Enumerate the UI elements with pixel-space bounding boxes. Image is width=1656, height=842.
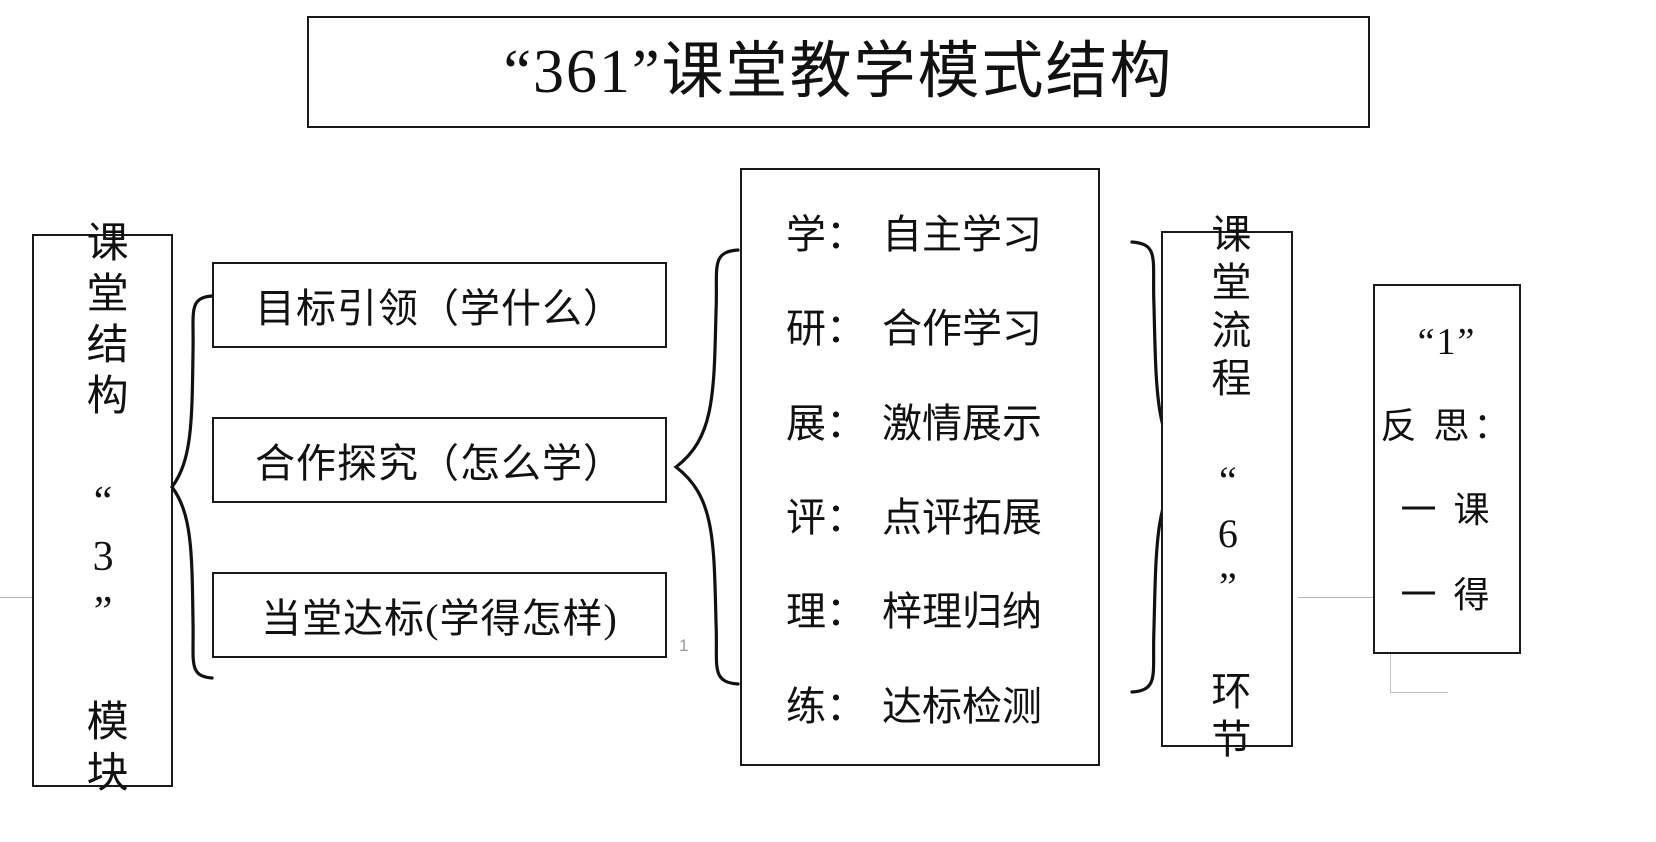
reflection-line: 一 课	[1400, 490, 1494, 531]
process-value: 点评拓展	[882, 495, 1042, 541]
process-key: 练：	[786, 683, 866, 729]
process-row: 展： 激情展示	[786, 391, 1042, 449]
flow-panel-label: 课堂流程 “6” 环节	[1205, 212, 1251, 766]
page-number-marker: 1	[679, 636, 689, 655]
process-value: 激情展示	[882, 400, 1042, 446]
process-value: 梓理归纳	[882, 589, 1042, 635]
brace-left-icon	[170, 294, 214, 680]
process-key: 理：	[786, 589, 866, 635]
left-structure-box: 课堂结构 “3” 模块	[32, 220, 173, 801]
process-key: 学：	[786, 212, 866, 258]
process-key: 研：	[786, 306, 866, 352]
page-title: “361”课堂教学模式结构	[503, 38, 1174, 106]
reflection-line: 一 得	[1400, 574, 1494, 615]
module-label: 目标引领（学什么）	[255, 286, 624, 331]
reflection-box: “1” 反 思： 一 课 一 得	[1373, 284, 1521, 654]
process-key: 展：	[786, 400, 866, 446]
process-key: 评：	[786, 495, 866, 541]
brace-middle-icon	[673, 248, 740, 686]
process-value: 合作学习	[882, 306, 1042, 352]
process-row: 理： 梓理归纳	[786, 579, 1042, 637]
module-box-cooperate: 合作探究（怎么学）	[212, 417, 667, 503]
flow-panel-box: 课堂流程 “6” 环节	[1161, 213, 1293, 766]
artifact-line-left	[0, 597, 34, 598]
module-box-assess: 当堂达标(学得怎样)	[212, 572, 667, 658]
process-list-box: 学： 自主学习 研： 合作学习 展： 激情展示 评： 点评拓展 理： 梓理归纳 …	[740, 168, 1100, 766]
diagram-title-box: “361”课堂教学模式结构	[307, 16, 1370, 128]
process-row: 研： 合作学习	[786, 296, 1042, 354]
reflection-line: “1”	[1417, 321, 1477, 364]
left-structure-label: 课堂结构 “3” 模块	[80, 220, 127, 801]
reflection-line: 反 思：	[1380, 405, 1514, 446]
module-label: 当堂达标(学得怎样)	[261, 596, 618, 641]
artifact-line-right	[1298, 597, 1400, 598]
module-box-goal: 目标引领（学什么）	[212, 262, 667, 348]
process-value: 达标检测	[882, 683, 1042, 729]
process-value: 自主学习	[882, 212, 1042, 258]
module-label: 合作探究（怎么学）	[255, 441, 624, 486]
process-row: 练： 达标检测	[786, 674, 1042, 732]
process-row: 评： 点评拓展	[786, 485, 1042, 543]
process-row: 学： 自主学习	[786, 202, 1042, 260]
